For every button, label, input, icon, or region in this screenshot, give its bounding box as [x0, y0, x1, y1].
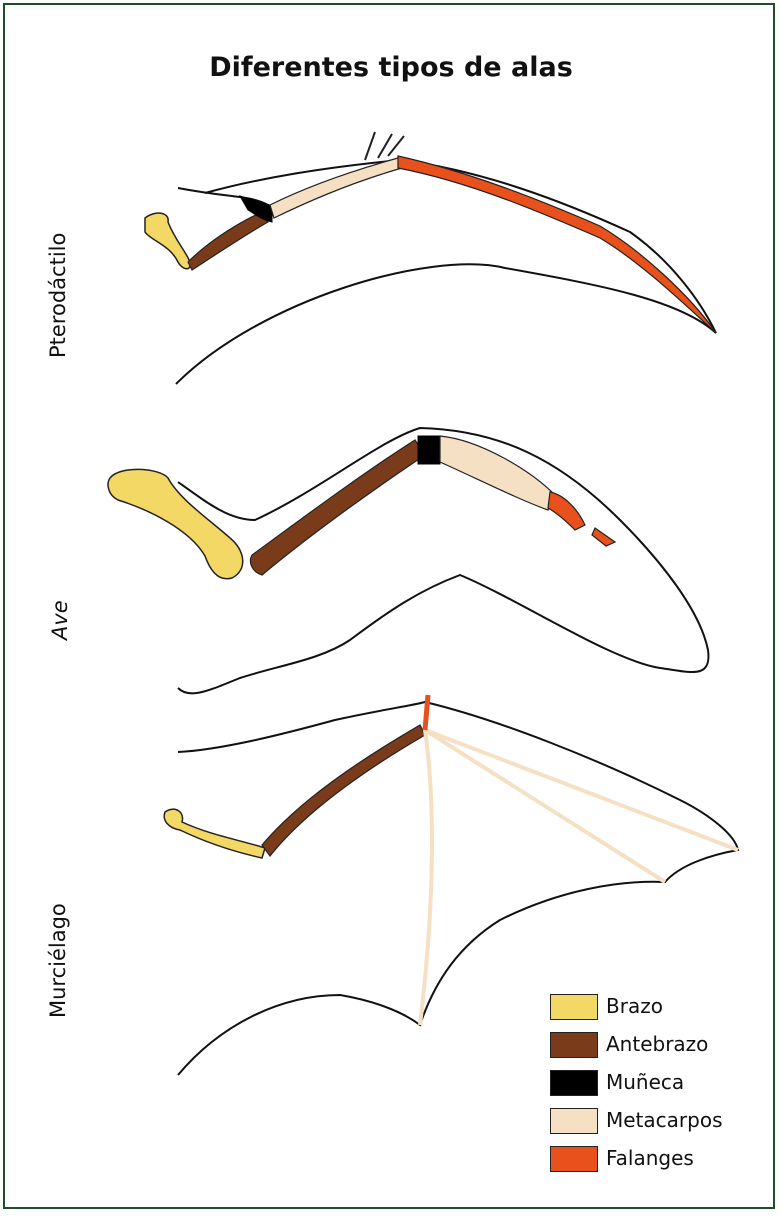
legend-label-falanges: Falanges — [606, 1146, 694, 1170]
bird-wrist — [418, 436, 440, 464]
pterodactyl-forearm — [188, 212, 268, 270]
bird-forearm — [250, 440, 425, 575]
legend-label-muneca: Muñeca — [606, 1070, 684, 1094]
legend-swatch-muneca — [550, 1070, 598, 1096]
legend-label-brazo: Brazo — [606, 994, 663, 1018]
pterodactyl-leading-edge — [205, 160, 716, 333]
bat-finger-2 — [425, 730, 738, 850]
bat-wing — [164, 695, 738, 1075]
bat-forearm — [262, 725, 425, 856]
bird-wing — [108, 428, 708, 693]
legend-swatch-falanges — [550, 1146, 598, 1172]
bird-phalanges — [548, 492, 615, 546]
legend-label-metacarpos: Metacarpos — [606, 1108, 722, 1132]
legend-swatch-antebrazo — [550, 1032, 598, 1058]
legend-swatch-brazo — [550, 994, 598, 1020]
legend-label-antebrazo: Antebrazo — [606, 1032, 708, 1056]
bird-humerus — [108, 469, 243, 578]
bat-wing-membrane — [178, 702, 738, 1075]
bat-humerus — [164, 809, 265, 858]
legend-swatch-metacarpos — [550, 1108, 598, 1134]
bat-finger-3 — [425, 730, 665, 882]
bird-metacarpals — [440, 436, 555, 510]
bat-finger-4 — [420, 730, 432, 1025]
pterodactyl-wing — [145, 132, 716, 384]
bat-thumb — [425, 695, 428, 730]
pterodactyl-humerus — [145, 213, 190, 269]
